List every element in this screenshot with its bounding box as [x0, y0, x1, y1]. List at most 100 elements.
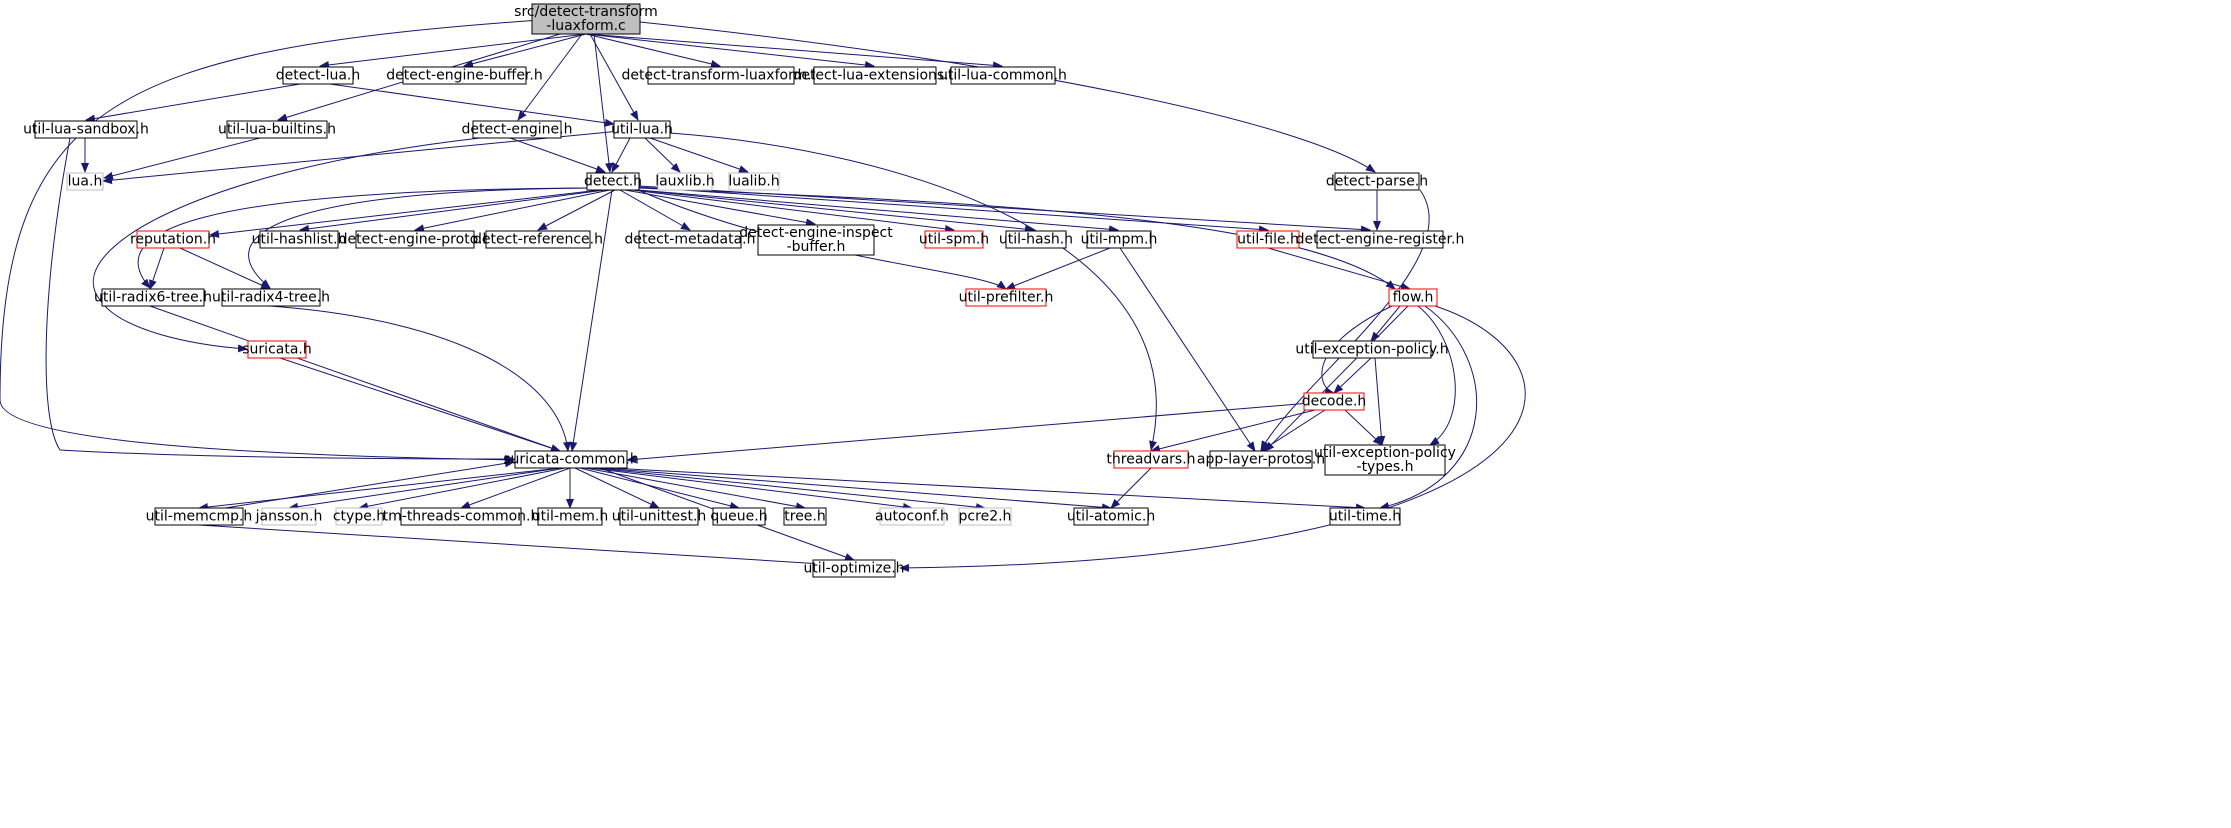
node-util-spm[interactable]: util-spm.h	[919, 230, 989, 249]
node-root[interactable]: src/detect-transform-luaxform.c	[514, 3, 658, 35]
node-util-radix6-tree[interactable]: util-radix6-tree.h	[94, 288, 212, 307]
dependency-edge	[463, 33, 587, 68]
node-label: util-optimize.h	[803, 561, 904, 577]
node-box	[1113, 450, 1189, 469]
node-box	[1316, 230, 1444, 249]
dependency-edge	[611, 137, 631, 173]
node-suricata-common[interactable]: suricata-common.h	[503, 450, 639, 469]
dependency-edge	[149, 305, 561, 452]
node-util-lua[interactable]: util-lua.h	[611, 120, 673, 139]
dependency-edge	[1379, 305, 1477, 510]
node-ctype[interactable]: ctype.h	[333, 507, 385, 526]
node-queue[interactable]: queue.h	[710, 507, 768, 526]
dependency-edge	[414, 189, 611, 233]
node-util-time[interactable]: util-time.h	[1329, 507, 1401, 526]
node-jansson[interactable]: jansson.h	[255, 507, 323, 526]
node-tree[interactable]: tree.h	[783, 507, 827, 526]
node-box	[950, 66, 1056, 85]
dependency-edge	[669, 132, 1157, 451]
node-label: util-lua.h	[611, 122, 673, 138]
node-app-layer-protos[interactable]: app-layer-protos.h	[1197, 450, 1325, 469]
dependency-edge	[1417, 305, 1456, 446]
node-detect-lua-extensions[interactable]: detect-lua-extensions.h	[792, 66, 958, 85]
node-detect-reference[interactable]: detect-reference.h	[473, 230, 603, 249]
node-box	[958, 507, 1012, 526]
node-lauxlib[interactable]: lauxlib.h	[655, 172, 715, 191]
node-util-file[interactable]: util-file.h	[1236, 230, 1300, 249]
node-label: decode.h	[1302, 394, 1367, 410]
node-util-exception-policy[interactable]: util-exception-policy.h	[1295, 340, 1449, 359]
node-label: lualib.h	[728, 174, 779, 190]
node-util-hash[interactable]: util-hash.h	[999, 230, 1073, 249]
dependency-edge	[594, 467, 986, 512]
node-box	[221, 288, 321, 307]
node-lua[interactable]: lua.h	[66, 172, 104, 191]
node-autoconf[interactable]: autoconf.h	[875, 507, 949, 526]
node-decode[interactable]: decode.h	[1302, 392, 1367, 411]
node-detect-engine-inspect-buffer[interactable]: detect-engine-inspect-buffer.h	[739, 224, 893, 256]
node-lualib[interactable]: lualib.h	[728, 172, 780, 191]
dependency-edge	[1119, 247, 1256, 452]
node-label: queue.h	[710, 509, 767, 525]
node-box	[400, 507, 522, 526]
node-util-prefilter[interactable]: util-prefilter.h	[959, 288, 1054, 307]
node-box	[1334, 172, 1420, 191]
node-label: util-radix4-tree.h	[212, 290, 330, 306]
node-flow[interactable]: flow.h	[1388, 288, 1438, 307]
dependency-edge	[585, 33, 1003, 70]
node-detect-metadata[interactable]: detect-metadata.h	[624, 230, 756, 249]
node-label: detect-parse.h	[1326, 174, 1428, 190]
node-detect-lua[interactable]: detect-lua.h	[276, 66, 361, 85]
node-tm-threads-common[interactable]: tm-threads-common.h	[383, 507, 540, 526]
node-util-hashlist[interactable]: util-hashlist.h	[252, 230, 347, 249]
node-util-mpm[interactable]: util-mpm.h	[1081, 230, 1158, 249]
node-box	[783, 507, 827, 526]
dependency-edges	[0, 19, 1526, 572]
dependency-edge	[517, 33, 583, 121]
node-util-exception-policy-types[interactable]: util-exception-policy-types.h	[1314, 444, 1456, 476]
node-detect-transform-luaxform[interactable]: detect-transform-luaxform.h	[621, 66, 821, 85]
node-pcre2[interactable]: pcre2.h	[958, 507, 1012, 526]
node-util-unittest[interactable]: util-unittest.h	[612, 507, 707, 526]
node-box	[879, 507, 945, 526]
node-box	[1329, 507, 1401, 526]
dependency-edge	[299, 189, 606, 233]
node-box	[136, 230, 210, 249]
node-box	[965, 288, 1047, 307]
dependency-edge	[102, 130, 621, 185]
node-util-radix4-tree[interactable]: util-radix4-tree.h	[212, 288, 330, 307]
node-detect-engine-buffer[interactable]: detect-engine-buffer.h	[386, 66, 543, 85]
node-detect[interactable]: detect.h	[584, 172, 642, 191]
node-box	[1073, 507, 1149, 526]
node-box	[1086, 230, 1152, 249]
node-detect-engine-register[interactable]: detect-engine-register.h	[1296, 230, 1465, 249]
dependency-edge	[569, 189, 613, 452]
dependency-edge	[644, 137, 681, 173]
node-detect-engine-proto[interactable]: detect-engine-proto.h	[339, 230, 492, 249]
dependency-edge	[624, 189, 816, 227]
node-util-memcmp[interactable]: util-memcmp.h	[146, 507, 253, 526]
dependency-edge	[460, 467, 571, 509]
node-box	[1303, 392, 1365, 411]
node-util-lua-sandbox[interactable]: util-lua-sandbox.h	[23, 120, 149, 139]
node-suricata[interactable]: suricata.h	[242, 340, 312, 359]
node-threadvars[interactable]: threadvars.h	[1106, 450, 1196, 469]
node-util-lua-common[interactable]: util-lua-common.h	[939, 66, 1067, 85]
node-util-optimize[interactable]: util-optimize.h	[803, 559, 905, 578]
node-util-lua-builtins[interactable]: util-lua-builtins.h	[218, 120, 336, 139]
node-util-atomic[interactable]: util-atomic.h	[1067, 507, 1155, 526]
node-util-mem[interactable]: util-mem.h	[532, 507, 608, 526]
node-detect-engine[interactable]: detect-engine.h	[462, 120, 573, 139]
node-box	[537, 507, 603, 526]
node-box	[335, 507, 383, 526]
node-label: detect.h	[584, 174, 642, 190]
node-reputation[interactable]: reputation.h	[130, 230, 216, 249]
node-box	[34, 120, 138, 139]
dependency-edge	[1267, 247, 1411, 291]
node-detect-parse[interactable]: detect-parse.h	[1326, 172, 1428, 191]
node-box	[712, 507, 766, 526]
node-box	[247, 340, 307, 359]
dependency-edge	[198, 467, 561, 511]
dependency-edge	[179, 247, 271, 290]
node-label: util-prefilter.h	[959, 290, 1054, 306]
